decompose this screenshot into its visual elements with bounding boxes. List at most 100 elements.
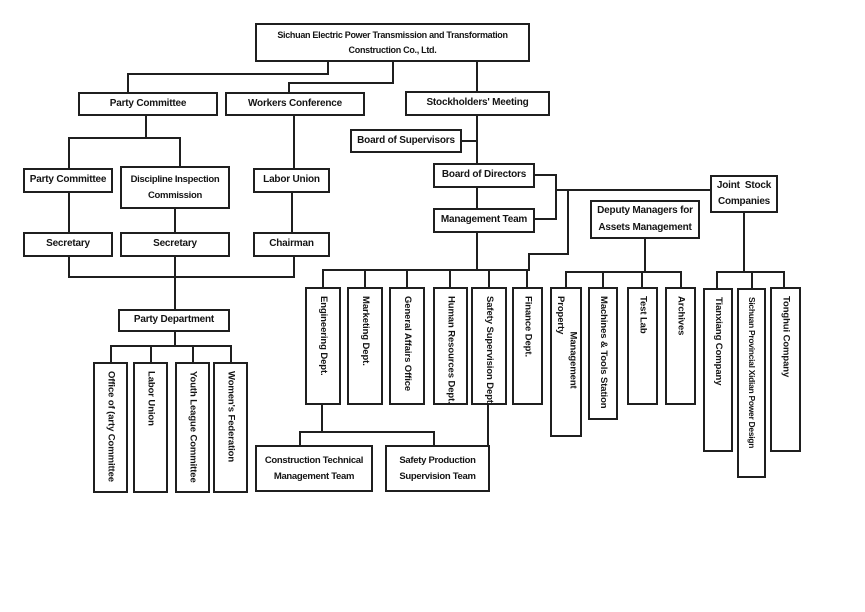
connector-line xyxy=(783,271,785,288)
connector-line xyxy=(751,271,753,288)
connector-line xyxy=(449,269,451,287)
connector-line xyxy=(555,174,557,220)
connector-line xyxy=(716,271,718,288)
connector-line xyxy=(110,345,112,362)
connector-line xyxy=(535,218,557,220)
node-label: Board of Directors xyxy=(441,169,527,181)
connector-line xyxy=(174,331,176,347)
connector-line xyxy=(127,73,329,75)
connector-line xyxy=(641,271,643,287)
node-label: Tonghui Company xyxy=(780,296,792,378)
node-label: Office of (arty Committee xyxy=(105,371,117,482)
connector-line xyxy=(528,253,569,255)
node-stockholders-meeting: Stockholders' Meeting xyxy=(405,91,550,116)
connector-line xyxy=(322,269,530,271)
node-label: Party Committee xyxy=(109,97,187,109)
node-machines-tools-station: Machines & Tools Station xyxy=(588,287,618,420)
node-label: Property Management xyxy=(555,296,579,389)
connector-line xyxy=(291,192,293,232)
node-label: Labor Union xyxy=(145,371,157,426)
node-label: Safety Production Supervision Team xyxy=(399,454,476,482)
connector-line xyxy=(565,271,682,273)
connector-line xyxy=(462,140,477,142)
connector-line xyxy=(174,208,176,232)
node-label: Sichuan Provincial Xidian Power Design xyxy=(747,297,758,449)
connector-line xyxy=(288,82,394,84)
connector-line xyxy=(288,82,290,92)
connector-line xyxy=(293,256,295,278)
node-label: Machines & Tools Station xyxy=(598,296,610,409)
connector-line xyxy=(476,232,478,271)
node-management-team: Management Team xyxy=(433,208,535,233)
node-label: Labor Union xyxy=(263,174,320,186)
node-labor-union: Labor Union xyxy=(253,168,330,193)
node-label: Tianxiang Company xyxy=(713,297,725,386)
node-label: Construction Technical Management Team xyxy=(264,454,364,482)
connector-line xyxy=(392,62,394,84)
node-label: Human Resources Dept. xyxy=(445,296,457,404)
node-party-department: Party Department xyxy=(118,309,230,332)
connector-line xyxy=(565,271,567,287)
connector-line xyxy=(68,137,70,168)
node-labor-union-sub: Labor Union xyxy=(133,362,168,493)
node-safety-supervision-dept: Safety Supervision Dept. xyxy=(471,287,507,406)
connector-line xyxy=(476,115,478,163)
node-secretary-party: Secretary xyxy=(23,232,113,257)
node-label: Party Committee xyxy=(29,174,107,186)
node-party-committee-sub: Party Committee xyxy=(23,168,113,193)
node-sichuan-xidian-power-design: Sichuan Provincial Xidian Power Design xyxy=(737,288,766,478)
node-archives: Archives xyxy=(665,287,696,405)
node-party-committee: Party Committee xyxy=(78,92,218,116)
connector-line xyxy=(364,269,366,287)
connector-line xyxy=(476,188,478,208)
connector-line xyxy=(487,405,489,445)
node-board-of-directors: Board of Directors xyxy=(433,163,535,188)
connector-line xyxy=(644,239,646,273)
connector-line xyxy=(192,345,194,362)
connector-line xyxy=(433,431,435,445)
node-label: Party Department xyxy=(133,314,215,326)
node-property-management: Property Management xyxy=(550,287,582,437)
node-company-root: Sichuan Electric Power Transmission and … xyxy=(255,23,530,62)
node-discipline-inspection-commission: Discipline Inspection Commission xyxy=(120,166,230,209)
node-womens-federation: Women's Federation xyxy=(213,362,248,493)
node-construction-technical-team: Construction Technical Management Team xyxy=(255,445,373,492)
node-marketing-dept: Marketing Dept. xyxy=(347,287,383,405)
connector-line xyxy=(528,253,530,271)
connector-line xyxy=(110,345,232,347)
connector-line xyxy=(127,73,129,92)
connector-line xyxy=(68,276,295,278)
node-label: Archives xyxy=(675,296,687,336)
connector-line xyxy=(321,405,323,433)
node-office-of-party-committee: Office of (arty Committee xyxy=(93,362,128,493)
connector-line xyxy=(68,137,181,139)
node-label: Management Team xyxy=(440,214,528,226)
connector-line xyxy=(680,271,682,287)
connector-line xyxy=(567,189,569,255)
node-youth-league-committee: Youth League Committee xyxy=(175,362,210,493)
connector-line xyxy=(526,269,528,287)
node-label: Engineering Dept. xyxy=(318,296,330,376)
node-joint-stock-companies: Joint Stock Companies xyxy=(710,175,778,213)
connector-line xyxy=(174,256,176,309)
node-label: Women's Federation xyxy=(225,371,237,463)
node-label: Marketing Dept. xyxy=(360,296,372,366)
node-label: Finance Dept. xyxy=(522,296,534,357)
connector-line xyxy=(68,256,70,278)
node-label: Youth League Committee xyxy=(187,371,199,483)
connector-line xyxy=(299,431,301,445)
connector-line xyxy=(327,62,329,75)
node-label: Chairman xyxy=(269,238,314,250)
node-label: Board of Supervisors xyxy=(357,134,455,146)
node-human-resources-dept: Human Resources Dept. xyxy=(433,287,468,405)
connector-line xyxy=(535,174,557,176)
connector-line xyxy=(179,137,181,166)
connector-line xyxy=(743,213,745,273)
node-general-affairs-office: General Affairs Office xyxy=(389,287,425,405)
node-deputy-managers-assets: Deputy Managers for Assets Management xyxy=(590,200,700,239)
node-label: Secretary xyxy=(46,238,90,250)
connector-line xyxy=(602,271,604,287)
node-label: Test Lab xyxy=(637,296,649,334)
node-label: Joint Stock Companies xyxy=(716,179,772,208)
